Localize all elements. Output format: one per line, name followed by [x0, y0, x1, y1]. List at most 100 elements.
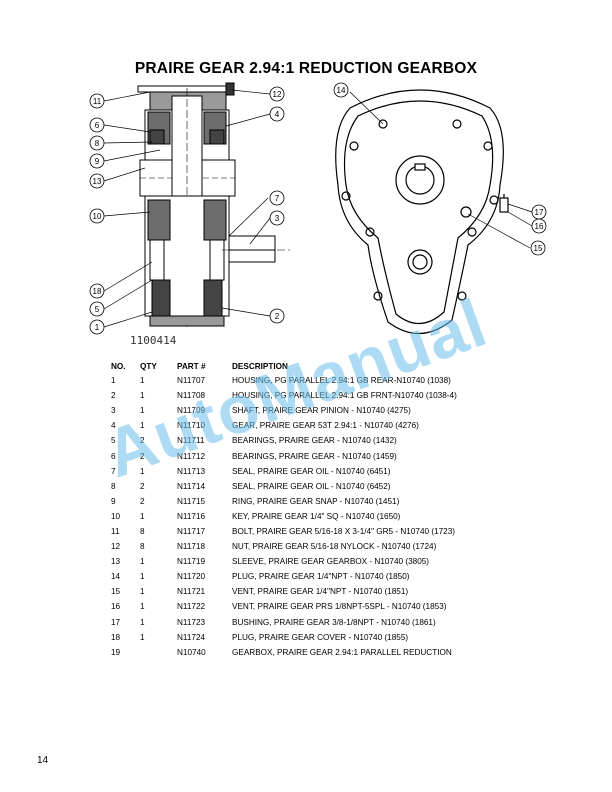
part-no: 5 [111, 436, 116, 446]
callout-5: 5 [95, 305, 100, 314]
part-number: N11723 [177, 617, 206, 627]
callout-2: 2 [275, 312, 280, 321]
table-row: 1 1 N11707 HOUSING, PG PARALLEL 2.94:1 GB R… [111, 373, 562, 388]
part-qty: 8 [140, 526, 145, 536]
table-row: 18 1 N11724 PLUG, PRAIRE GEAR COVER - N1074… [111, 630, 562, 645]
callout-17: 17 [535, 208, 544, 217]
part-description: BUSHING, PRAIRE GEAR 3/8-1/8NPT - N10740… [232, 617, 436, 627]
part-no: 3 [111, 406, 116, 416]
table-row: 7 1 N11713 SEAL, PRAIRE GEAR OIL - N10740 (… [111, 464, 562, 479]
part-number: N11721 [177, 587, 206, 597]
part-qty: 1 [140, 617, 145, 627]
table-row: 12 8 N11718 NUT, PRAIRE GEAR 5/16-18 NYLOCK… [111, 539, 562, 554]
part-no: 12 [111, 542, 121, 552]
part-description: SEAL, PRAIRE GEAR OIL - N10740 (6452) [232, 481, 391, 491]
callout-12: 12 [273, 90, 282, 99]
part-qty: 1 [140, 421, 145, 431]
page-title: PRAIRE GEAR 2.94:1 REDUCTION GEARBOX [134, 60, 478, 77]
part-qty: 8 [140, 542, 145, 552]
callout-13: 13 [93, 177, 102, 186]
part-qty: 2 [140, 436, 145, 446]
part-number: N11724 [177, 632, 206, 642]
part-description: VENT, PRAIRE GEAR PRS 1/8NPT-5SPL - N107… [232, 602, 447, 612]
part-no: 8 [111, 481, 116, 491]
part-no: 6 [111, 451, 116, 461]
part-no: 2 [111, 391, 116, 401]
table-row: 16 1 N11722 VENT, PRAIRE GEAR PRS 1/8NPT-5S… [111, 599, 562, 614]
parts-table-header: NO. QTY PART # DESCRIPTION [111, 359, 562, 373]
front-housing-view [335, 89, 509, 335]
part-no: 10 [111, 511, 121, 521]
part-number: N11720 [177, 572, 206, 582]
callout-8: 8 [95, 139, 100, 148]
part-no: 14 [111, 572, 121, 582]
callout-16: 16 [535, 222, 544, 231]
part-no: 1 [111, 376, 116, 386]
part-qty: 1 [140, 557, 145, 567]
part-number: N11711 [177, 436, 205, 446]
part-qty: 2 [140, 451, 145, 461]
part-number: N11712 [177, 451, 206, 461]
part-qty: 1 [140, 511, 145, 521]
table-row: 8 2 N11714 SEAL, PRAIRE GEAR OIL - N10740 (… [111, 479, 562, 494]
part-no: 13 [111, 557, 121, 567]
part-number: N11713 [177, 466, 206, 476]
part-description: HOUSING, PG PARALLEL 2.94:1 GB REAR-N107… [232, 376, 451, 386]
callout-18: 18 [93, 287, 102, 296]
part-qty: 1 [140, 376, 145, 386]
part-qty: 1 [140, 466, 145, 476]
part-no: 15 [111, 587, 121, 597]
part-qty: 1 [140, 602, 145, 612]
part-description: SHAFT, PRAIRE GEAR PINION - N10740 (4275… [232, 406, 411, 416]
header-description: DESCRIPTION [232, 361, 288, 371]
callout-11: 11 [93, 97, 102, 106]
part-number: N11716 [177, 511, 206, 521]
part-no: 7 [111, 466, 116, 476]
part-number: N11722 [177, 602, 206, 612]
page-number: 14 [37, 755, 49, 766]
table-row: 17 1 N11723 BUSHING, PRAIRE GEAR 3/8-1/8NPT… [111, 615, 562, 630]
part-number: N10740 [177, 647, 206, 657]
part-description: NUT, PRAIRE GEAR 5/16-18 NYLOCK - N10740… [232, 542, 437, 552]
callout-15: 15 [534, 244, 543, 253]
side-section-view [137, 82, 290, 330]
part-description: BEARINGS, PRAIRE GEAR - N10740 (1432) [232, 436, 397, 446]
header-part: PART # [177, 361, 206, 371]
part-description: GEAR, PRAIRE GEAR 53T 2.94:1 - N10740 (4… [232, 421, 419, 431]
part-number: N11718 [177, 542, 206, 552]
callout-leaders [103, 89, 533, 328]
header-no: NO. [111, 361, 126, 371]
part-qty: 1 [140, 632, 145, 642]
part-no: 17 [111, 617, 121, 627]
callout-7: 7 [275, 194, 280, 203]
part-description: SEAL, PRAIRE GEAR OIL - N10740 (6451) [232, 466, 391, 476]
table-row: 5 2 N11711 BEARINGS, PRAIRE GEAR - N10740 (… [111, 433, 562, 448]
part-number: N11717 [177, 526, 206, 536]
part-qty: 2 [140, 481, 145, 491]
part-qty: 1 [140, 572, 145, 582]
part-number: N11715 [177, 496, 206, 506]
part-no: 16 [111, 602, 121, 612]
table-row: 14 1 N11720 PLUG, PRAIRE GEAR 1/4"NPT - N10… [111, 569, 562, 584]
part-qty: 1 [140, 587, 145, 597]
part-no: 18 [111, 632, 121, 642]
part-number: N11714 [177, 481, 206, 491]
part-description: PLUG, PRAIRE GEAR COVER - N10740 (1855) [232, 632, 409, 642]
header-qty: QTY [140, 361, 157, 371]
part-qty: 2 [140, 496, 145, 506]
part-number: N11708 [177, 391, 206, 401]
part-number: N11707 [177, 376, 206, 386]
callout-bubbles [89, 82, 547, 335]
part-description: RING, PRAIRE GEAR SNAP - N10740 (1451) [232, 496, 400, 506]
part-no: 9 [111, 496, 116, 506]
part-description: PLUG, PRAIRE GEAR 1/4"NPT - N10740 (1850… [232, 572, 410, 582]
